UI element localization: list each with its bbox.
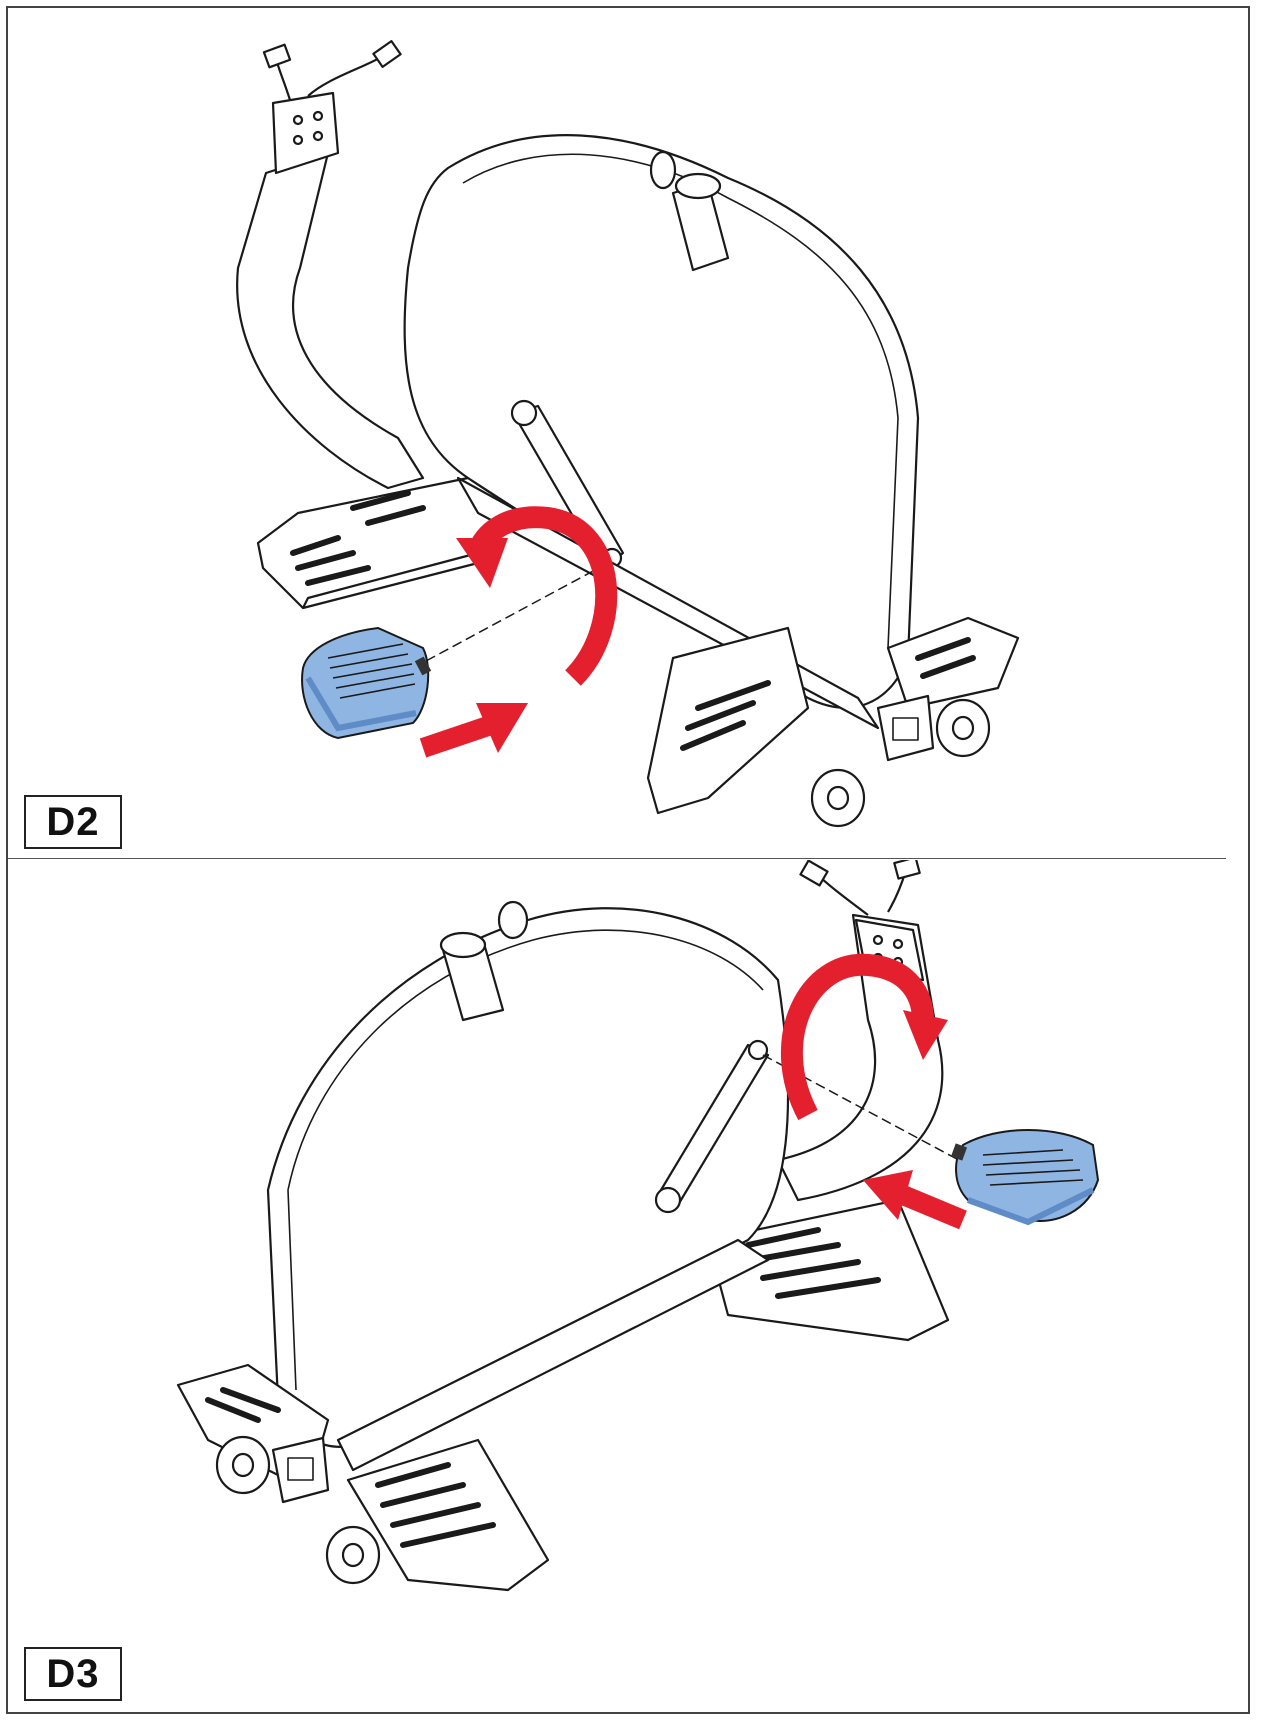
axis-line-d2 [412,562,609,669]
rotation-arrow-icon [781,953,948,1121]
upright-bracket-d2 [271,91,340,175]
panel-d3: D3 [8,860,1248,1712]
bike-illustration-d2 [236,40,1020,828]
panel-divider [8,858,1226,859]
step-label-text: D2 [46,799,100,844]
wheel-icon [325,1525,381,1585]
wheel-icon [935,698,991,758]
insert-arrow-icon [419,703,528,758]
panel-d2: D2 [8,8,1248,860]
rotation-arrow-icon [456,506,618,686]
flywheel-cover-d3 [266,907,790,1448]
step-label-d2: D2 [24,795,122,849]
step-label-d3: D3 [24,1647,122,1701]
insert-arrow-icon [863,1170,967,1230]
pedal-icon [950,1129,1100,1226]
instruction-frame: D2 [6,6,1250,1714]
front-stand-d2 [646,626,810,815]
step-label-text: D3 [46,1651,100,1696]
wheel-icon [215,1435,271,1495]
flywheel-cover-d2 [403,134,920,709]
base-beam-d3 [336,1238,770,1472]
wheel-icon [810,768,866,828]
upright-tube-d2 [236,151,425,490]
bike-illustration-d3 [176,860,1100,1592]
pedal-icon [301,626,432,740]
